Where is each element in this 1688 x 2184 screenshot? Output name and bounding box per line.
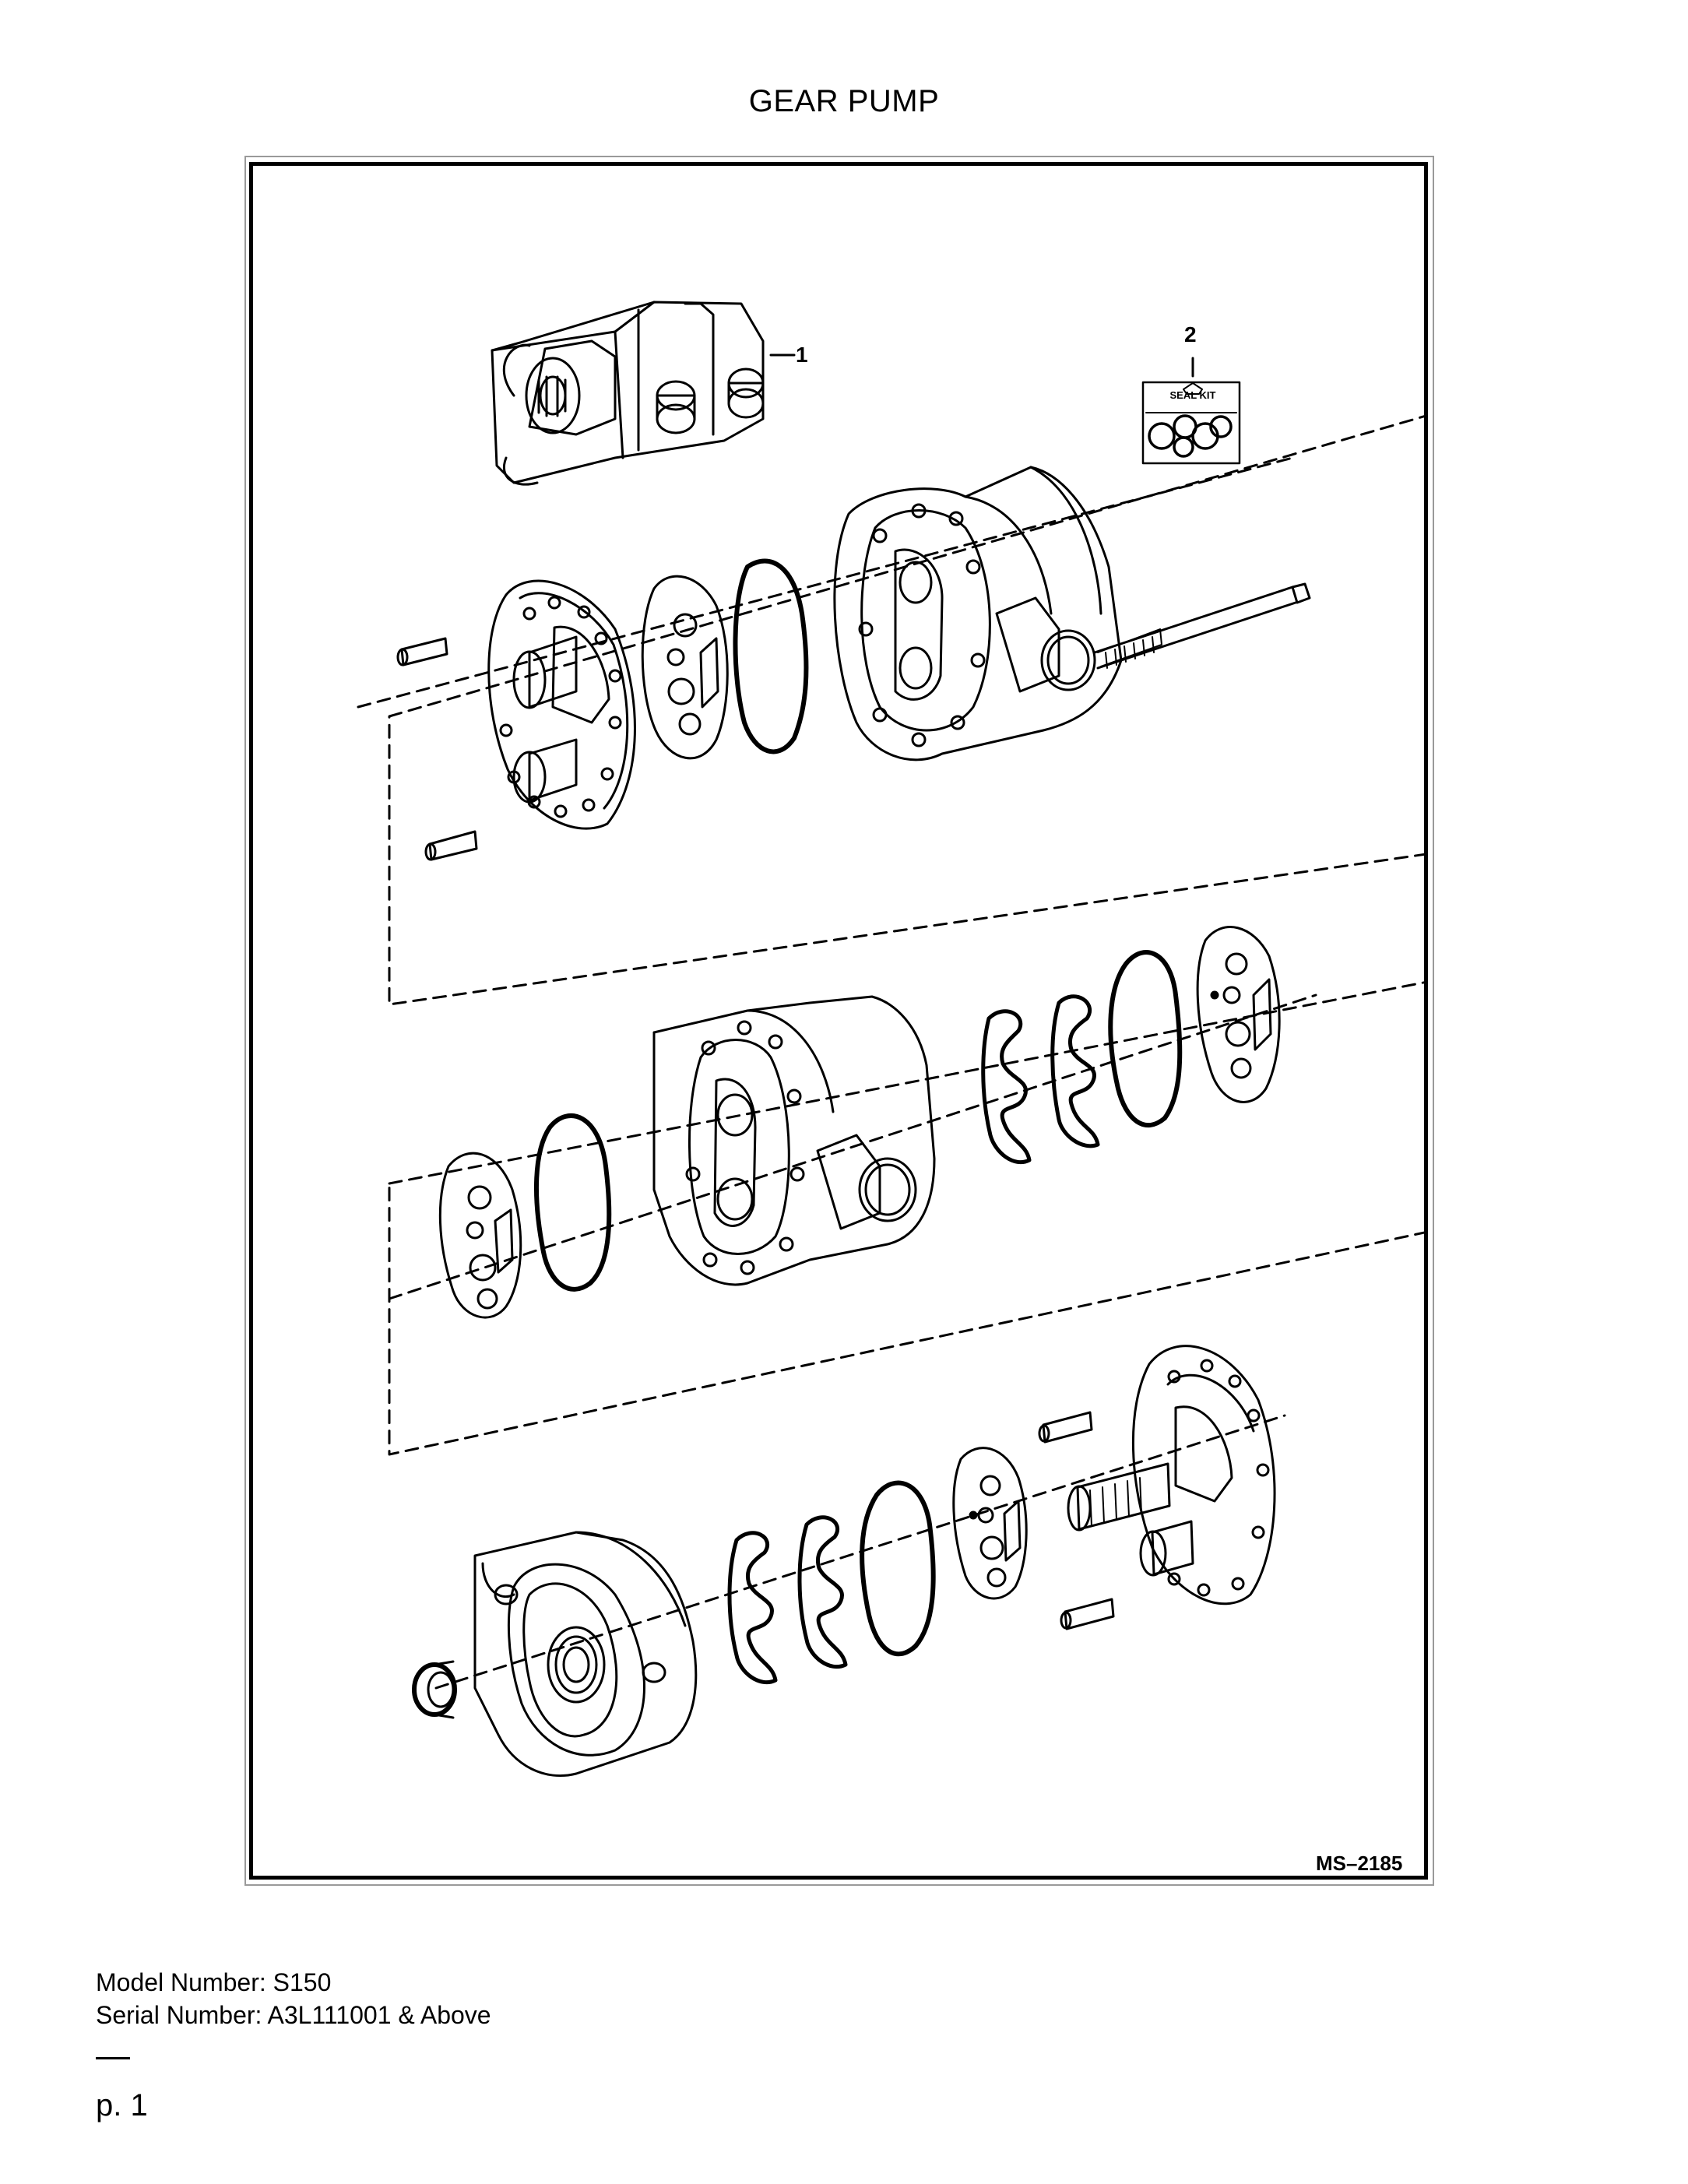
exploded-view-diagram	[357, 301, 1428, 1778]
group-outline-middle	[388, 980, 1428, 1456]
wear-plate-middle	[1196, 926, 1281, 1103]
gear-plate-upper	[487, 579, 636, 830]
figure-id: MS–2185	[1316, 1852, 1403, 1875]
backup-seal-lower-1	[797, 1515, 848, 1669]
figure-frame-outer	[244, 156, 1434, 1886]
group-outline-upper	[388, 413, 1428, 1006]
page-title: GEAR PUMP	[748, 84, 940, 118]
dowel-pin-lower-2	[1060, 1598, 1115, 1630]
figure-frame	[249, 162, 1428, 1880]
pump-assembly-drawing	[491, 301, 765, 486]
shaft-seal	[412, 1660, 457, 1719]
wear-plate-lower	[952, 1447, 1028, 1600]
gear-plate-lower	[1067, 1345, 1276, 1605]
backup-seal-lower-2	[727, 1531, 778, 1685]
serial-number: Serial Number: A3L111001 & Above	[96, 2001, 491, 2029]
wear-plate-middle-left	[438, 1152, 522, 1319]
o-ring-lower	[860, 1480, 936, 1657]
seal-kit-drawing	[1141, 357, 1241, 465]
dowel-pin-upper-2	[424, 830, 478, 861]
backup-seal-middle-1	[1050, 994, 1100, 1148]
o-ring-middle-right	[1108, 950, 1183, 1128]
page-number: p. 1	[96, 2088, 148, 2122]
assembly-axis-middle	[388, 994, 1317, 1300]
through-bolt	[1093, 582, 1311, 670]
callout-2-label: 2	[1184, 322, 1197, 346]
callout-1-label: 1	[796, 343, 808, 367]
assembly-axis-lower	[434, 1414, 1286, 1690]
pump-body-upper	[833, 466, 1123, 761]
pump-body-middle	[652, 995, 936, 1286]
front-mounting-flange	[473, 1531, 698, 1778]
seal-kit-label: SEAL KIT	[1169, 389, 1216, 401]
o-ring-upper	[733, 558, 809, 754]
dowel-pin-lower-1	[1038, 1411, 1093, 1444]
backup-seal-middle-2	[981, 1009, 1032, 1165]
assembly-axis-upper	[357, 456, 1294, 709]
page-number-rule	[96, 2057, 130, 2059]
wear-plate-upper	[641, 575, 729, 760]
dowel-pin-upper-1	[396, 637, 448, 666]
o-ring-middle-left	[534, 1113, 612, 1292]
model-number: Model Number: S150	[96, 1968, 332, 1996]
